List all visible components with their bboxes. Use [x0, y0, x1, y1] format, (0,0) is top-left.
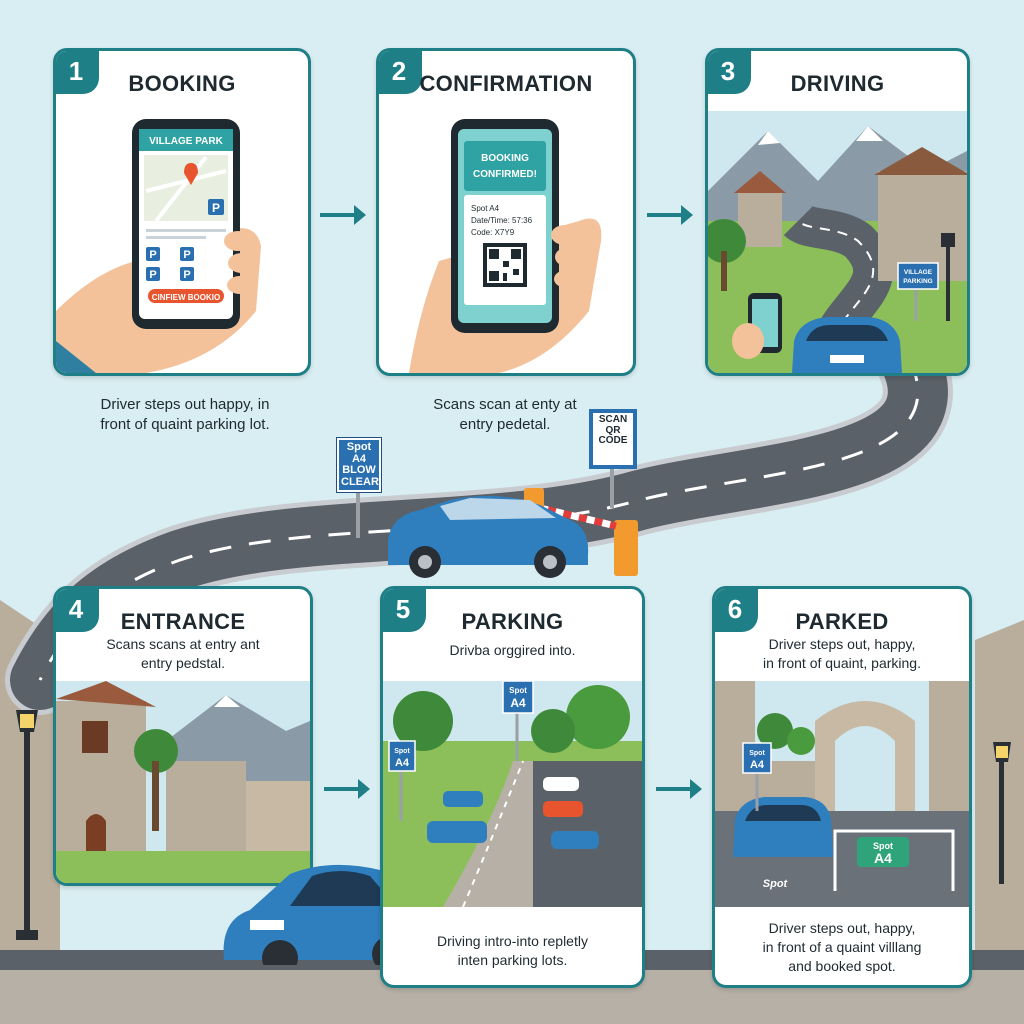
svg-text:BOOKING: BOOKING: [481, 153, 529, 164]
sign-post: [610, 466, 614, 508]
svg-text:A4: A4: [395, 757, 410, 769]
phone-confirm-button: CINFIEW BOOKIO: [152, 293, 220, 302]
step-1-caption: Driver steps out happy, in front of quai…: [100, 396, 270, 434]
step-title: BOOKING: [128, 71, 236, 96]
barrier-gate-icon: [614, 520, 638, 576]
phone-header: VILLAGE PARK: [149, 136, 223, 147]
qr-code-icon: [483, 243, 527, 287]
step-2-caption: Scans scan at enty at entry pedetal.: [433, 396, 577, 434]
step-number: 3: [708, 51, 751, 94]
map-pin-icon: [184, 163, 198, 185]
svg-text:P: P: [183, 269, 190, 281]
parking-icon: [208, 199, 224, 215]
step-4-text: Scans scans at entry ant entry pedstal.: [106, 636, 260, 671]
svg-text:P: P: [212, 201, 220, 215]
step-number: 5: [383, 589, 426, 632]
arrow-right-icon: [320, 205, 366, 225]
step-6-bottom-text: Driver steps out, happy, in front of a q…: [762, 920, 922, 974]
street-lamp-icon: [946, 241, 950, 321]
step-title: ENTRANCE: [120, 609, 246, 634]
svg-text:CONFIRMED!: CONFIRMED!: [473, 169, 537, 180]
phone-datetime: Date/Time: 57:36: [471, 216, 533, 225]
svg-text:Spot: Spot: [763, 878, 789, 890]
step-6-text: Driver steps out, happy, in front of qua…: [763, 636, 921, 671]
svg-text:P: P: [183, 249, 190, 261]
step-title: PARKING: [461, 609, 564, 634]
svg-text:Spot: Spot: [394, 748, 410, 755]
arrow-right-icon: [324, 779, 370, 799]
svg-text:P: P: [149, 249, 156, 261]
svg-text:P: P: [149, 269, 156, 281]
svg-text:A4: A4: [750, 759, 765, 771]
step-title: DRIVING: [790, 71, 885, 96]
village-entrance-illustration: [56, 681, 310, 883]
arrow-right-icon: [647, 205, 693, 225]
step-5-text: Drivba orggired into.: [449, 642, 576, 658]
step-number: 4: [56, 589, 99, 632]
car-icon: [733, 797, 833, 857]
step-5-bottom-text: Driving intro-into repletly inten parkin…: [437, 933, 588, 968]
step-title: CONFIRMATION: [419, 71, 593, 96]
village-road-illustration: VILLAGE PARKING: [708, 111, 967, 373]
step-number: 2: [379, 51, 422, 94]
svg-text:PARKING: PARKING: [903, 278, 933, 285]
svg-text:A4: A4: [874, 850, 892, 866]
car-icon: [792, 317, 902, 373]
street-lamp-icon: [16, 710, 38, 940]
car-icon: [388, 496, 589, 578]
parking-lot-illustration: Spot A4 Spot A4: [383, 681, 642, 907]
street-lamp-icon: [993, 742, 1011, 884]
svg-text:A4: A4: [510, 696, 526, 710]
step-3-panel: 3 DRIVING VILLAGE PARKING: [705, 48, 970, 376]
spot-road-sign: Spot A4 BLOW CLEAR: [336, 437, 382, 493]
step-2-panel: 2 CONFIRMATION BOOKING CONFIRMED! Spot A…: [376, 48, 636, 376]
arrow-right-icon: [656, 779, 702, 799]
step-6-panel: 6 PARKED Driver steps out, happy, in fro…: [712, 586, 972, 988]
step-5-panel: 5 PARKING Drivba orggired into. Spot A4 …: [380, 586, 645, 988]
step-1-panel: 1 BOOKING VILLAGE PARK P P P P P CINFIEW…: [53, 48, 311, 376]
svg-text:Spot: Spot: [509, 686, 527, 695]
svg-text:VILLAGE: VILLAGE: [904, 269, 933, 276]
svg-text:Spot: Spot: [873, 841, 893, 851]
phone-confirmation-illustration: BOOKING CONFIRMED! Spot A4 Date/Time: 57…: [409, 119, 602, 373]
parked-spot-illustration: Spot A4 Spot Spot A4: [715, 681, 969, 907]
step-number: 6: [715, 589, 758, 632]
phone-spot: Spot A4: [471, 204, 500, 213]
phone-booking-illustration: VILLAGE PARK P P P P P CINFIEW BOOKIO: [56, 119, 261, 373]
svg-text:Spot: Spot: [749, 750, 765, 757]
phone-code: Code: X7Y9: [471, 228, 515, 237]
scan-qr-road-sign: SCAN QR CODE: [589, 409, 637, 469]
step-number: 1: [56, 51, 99, 94]
step-4-panel: 4 ENTRANCE Scans scans at entry ant entr…: [53, 586, 313, 886]
step-title: PARKED: [795, 609, 889, 634]
sign-post: [356, 490, 360, 538]
